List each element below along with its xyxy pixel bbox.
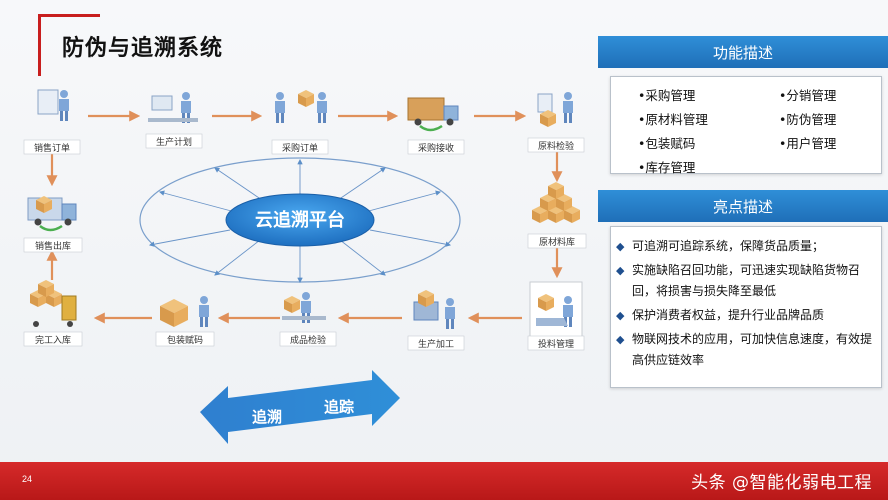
- svg-text:原料检验: 原料检验: [538, 140, 574, 152]
- svg-text:原材料库: 原材料库: [539, 236, 575, 248]
- cloud-platform: [225, 193, 375, 247]
- highlight-item: ◆物联网技术的应用，可加快信息速度，有效提高供应链效率: [616, 329, 874, 371]
- node-packing-coding: 包装赋码: [155, 296, 215, 347]
- function-item: •包装赋码: [638, 136, 696, 151]
- trace-track-double-arrow: 追溯 追踪: [200, 370, 400, 444]
- node-feeding-mgmt: 投料管理: [527, 281, 585, 351]
- traceability-flow-diagram: 云追溯平台 销售订单 生产计划 采购订单: [23, 89, 587, 444]
- svg-text:投料管理: 投料管理: [538, 338, 574, 350]
- highlight-panel-heading: 亮点描述: [598, 190, 888, 222]
- function-panel-heading: 功能描述: [598, 36, 888, 68]
- svg-text:生产计划: 生产计划: [156, 136, 192, 148]
- node-purchase-order: 采购订单: [271, 90, 329, 155]
- function-panel: [610, 76, 882, 174]
- svg-text:生产加工: 生产加工: [418, 338, 454, 350]
- highlight-item: ◆可追溯可追踪系统，保障货品质量；: [616, 236, 874, 257]
- svg-text:成品检验: 成品检验: [290, 334, 326, 346]
- watermark: 头条 @智能化弱电工程: [691, 473, 872, 493]
- svg-text:销售订单: 销售订单: [34, 142, 70, 154]
- node-raw-inspection: 原料检验: [527, 92, 585, 153]
- page-title: 防伪与追溯系统: [62, 36, 224, 61]
- svg-text:完工入库: 完工入库: [35, 334, 71, 346]
- diamond-bullet-icon: ◆: [616, 264, 625, 277]
- diamond-bullet-icon: ◆: [616, 333, 625, 346]
- node-completion-storage: 完工入库: [23, 280, 83, 347]
- svg-text:采购订单: 采购订单: [282, 142, 318, 154]
- highlight-list: ◆可追溯可追踪系统，保障货品质量； ◆实施缺陷召回功能，可迅速实现缺陷货物召回，…: [616, 236, 874, 374]
- svg-text:采购接收: 采购接收: [418, 142, 454, 154]
- svg-text:销售出库: 销售出库: [35, 240, 71, 252]
- function-item: •库存管理: [638, 160, 696, 175]
- svg-text:包装赋码: 包装赋码: [167, 334, 203, 346]
- function-item: •采购管理: [638, 88, 696, 103]
- node-production-plan: 生产计划: [145, 92, 203, 149]
- node-production-process: 生产加工: [407, 290, 465, 351]
- function-list: •采购管理 •分销管理 •原材料管理 •防伪管理 •包装赋码 •用户管理 •库存…: [614, 86, 876, 178]
- diamond-bullet-icon: ◆: [616, 240, 625, 253]
- trace-forward-label: 追踪: [324, 398, 354, 416]
- function-item: •用户管理: [779, 136, 837, 151]
- flow-arrows: [46, 110, 563, 324]
- highlight-item: ◆保护消费者权益，提升行业品牌品质: [616, 305, 874, 326]
- node-raw-warehouse: 原材料库: [527, 182, 587, 249]
- highlight-panel: [610, 226, 882, 388]
- highlight-item: ◆实施缺陷召回功能，可迅速实现缺陷货物召回，将损害与损失降至最低: [616, 260, 874, 302]
- node-purchase-receive: 采购接收: [407, 97, 465, 155]
- node-finished-inspection: 成品检验: [279, 292, 337, 347]
- trace-back-label: 追溯: [252, 408, 282, 426]
- node-sales-order: 销售订单: [23, 89, 81, 155]
- node-sales-outbound: 销售出库: [23, 196, 83, 253]
- function-item: •原材料管理: [638, 112, 708, 127]
- diamond-bullet-icon: ◆: [616, 309, 625, 322]
- radial-arrows: [148, 158, 452, 284]
- footer-bar: 24 头条 @智能化弱电工程: [0, 462, 888, 500]
- page-number: 24: [22, 474, 33, 484]
- function-item: •分销管理: [779, 88, 837, 103]
- function-item: •防伪管理: [779, 112, 837, 127]
- cloud-platform-label: 云追溯平台: [255, 209, 345, 231]
